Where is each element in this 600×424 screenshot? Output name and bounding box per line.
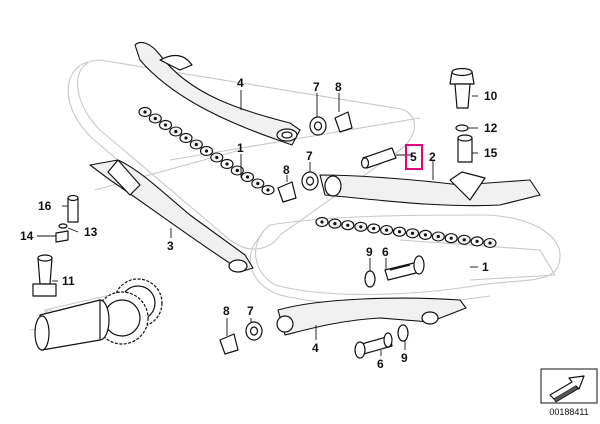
callout-14: 14	[20, 229, 34, 243]
callout-7-mid: 7	[306, 149, 313, 163]
callout-8-top: 8	[335, 80, 342, 94]
clip-8-bot	[219, 333, 239, 355]
chain-pin	[385, 228, 389, 232]
callout-6-mid: 6	[382, 245, 389, 259]
chain-pin	[266, 188, 270, 192]
washer-7-mid	[301, 171, 319, 191]
chain-pin	[397, 230, 402, 234]
corner-reference-box: 00188411	[540, 368, 598, 417]
callout-labels: 4 7 8 10 12 1 5 2 15 7 8 16 14 13 3 9 6 …	[20, 76, 498, 371]
timing-chain-lower-part1	[315, 216, 497, 249]
chain-pin	[410, 231, 415, 235]
guide-rail-top-part4	[134, 41, 301, 146]
callout-7-top: 7	[313, 80, 320, 94]
chain-pin	[346, 223, 350, 227]
pin-part5	[360, 147, 397, 169]
chain-pin	[143, 110, 147, 114]
callout-4-top: 4	[237, 76, 244, 90]
callout-13: 13	[84, 225, 98, 239]
chain-pin	[245, 175, 250, 179]
chain-pin	[449, 236, 453, 240]
chain-pin	[184, 136, 188, 140]
callout-8-mid: 8	[283, 163, 290, 177]
timing-chain-upper-part1	[138, 106, 275, 196]
diagram-code: 00188411	[549, 407, 588, 417]
callout-9-bot: 9	[401, 351, 408, 365]
chain-pin	[462, 238, 466, 242]
callout-8-bot: 8	[223, 304, 230, 318]
chain-pin	[333, 222, 337, 226]
callout-5: 5	[410, 150, 417, 164]
tensioner-bolt-part11	[32, 254, 57, 297]
bolt-part6-bot	[354, 332, 393, 359]
chain-pin	[163, 123, 168, 127]
chain-pin	[436, 234, 440, 239]
seal-ring-part13	[58, 223, 68, 229]
guide-rail-lower-part2	[319, 171, 541, 207]
callout-10: 10	[484, 89, 498, 103]
callout-6-bot: 6	[377, 357, 384, 371]
chain-pin	[488, 241, 492, 245]
arrow-block-icon	[549, 375, 585, 403]
guide-rail-bottom-part4	[276, 297, 467, 336]
chain-pin	[235, 168, 239, 173]
piston-part15	[457, 134, 473, 163]
chain-pin	[320, 220, 324, 224]
bolt-part6-mid	[384, 255, 425, 281]
clip-8-mid	[277, 181, 297, 203]
callout-9-mid: 9	[366, 245, 373, 259]
callout-2: 2	[429, 150, 436, 164]
washer-9-mid	[364, 270, 376, 288]
callout-4-bot: 4	[312, 341, 319, 355]
chain-pin	[204, 149, 209, 153]
chain-pin	[225, 162, 229, 166]
washer-9-bot	[397, 324, 409, 342]
chain-pin	[174, 129, 178, 134]
chain-pin	[194, 142, 198, 147]
tensioner-bolt-part10	[449, 67, 475, 109]
washer-7-bot	[245, 321, 263, 341]
callout-12: 12	[484, 121, 498, 135]
highlight-box-part5	[405, 144, 423, 170]
seal-ring-part12	[455, 124, 469, 132]
chain-pin	[215, 155, 219, 160]
tensioner-rail-part3	[89, 159, 254, 273]
callout-1-top: 1	[237, 141, 244, 155]
chain-pin	[256, 181, 260, 186]
chain-pin	[359, 225, 363, 229]
spring-part14	[55, 230, 69, 243]
chain-pin	[153, 116, 157, 121]
clip-8-top	[334, 111, 353, 133]
chain-pin	[423, 233, 427, 237]
callout-11: 11	[62, 274, 75, 288]
callout-16: 16	[38, 199, 52, 213]
piston-part16	[67, 194, 79, 223]
cam-sprocket-assembly	[29, 278, 163, 351]
leader-lines	[37, 90, 478, 356]
callout-1-mid: 1	[482, 260, 489, 274]
callout-3: 3	[167, 239, 174, 253]
chain-pin	[372, 226, 376, 231]
chain-pin	[475, 239, 479, 243]
callout-15: 15	[484, 146, 498, 160]
callout-7-bot: 7	[247, 304, 254, 318]
washer-7-top	[309, 116, 327, 136]
